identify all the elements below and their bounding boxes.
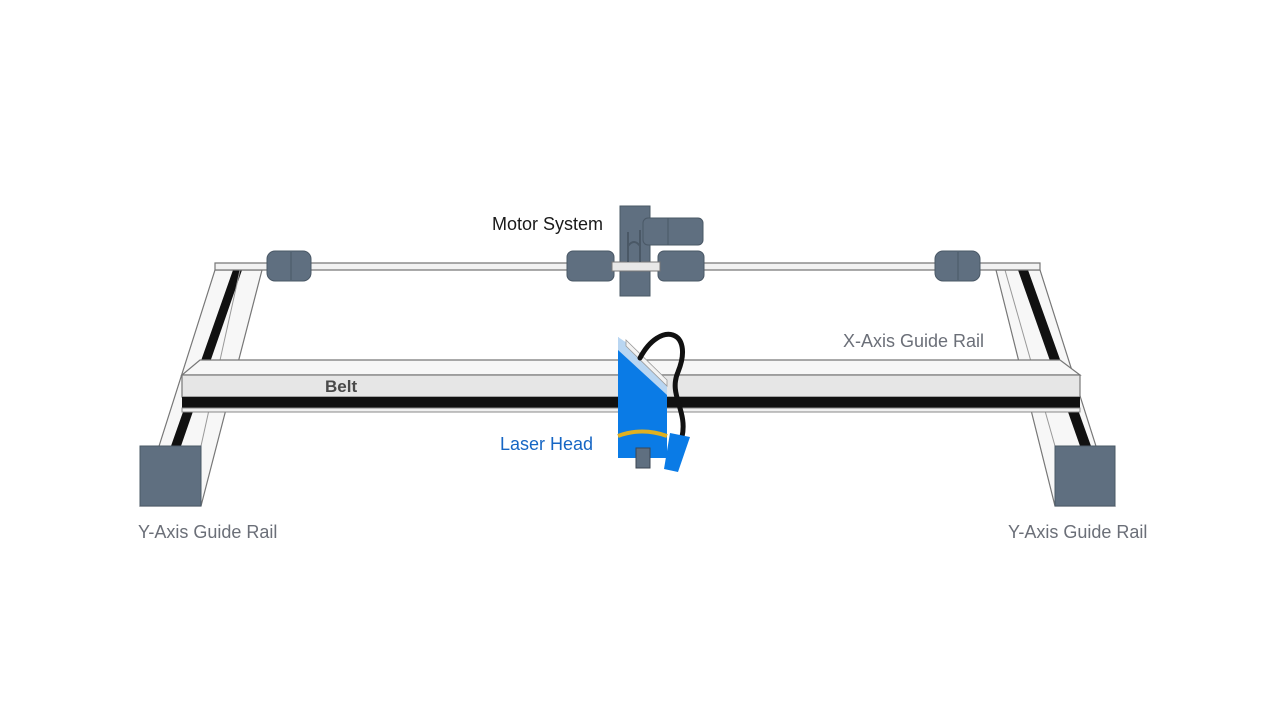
y-rail-right-end-block [1054, 445, 1116, 507]
shaft-coupler-left [266, 250, 312, 282]
label-y-axis-rail-left: Y-Axis Guide Rail [138, 522, 277, 542]
shaft-coupler-right [934, 250, 981, 282]
laser-head [617, 331, 690, 472]
label-y-axis-rail-right: Y-Axis Guide Rail [1008, 522, 1147, 542]
motor-system [566, 205, 705, 297]
y-rail-left-end-block [139, 445, 202, 507]
label-x-axis-rail: X-Axis Guide Rail [843, 331, 984, 351]
label-belt: Belt [325, 377, 357, 396]
label-motor-system: Motor System [492, 214, 603, 234]
label-laser-head: Laser Head [500, 434, 593, 454]
